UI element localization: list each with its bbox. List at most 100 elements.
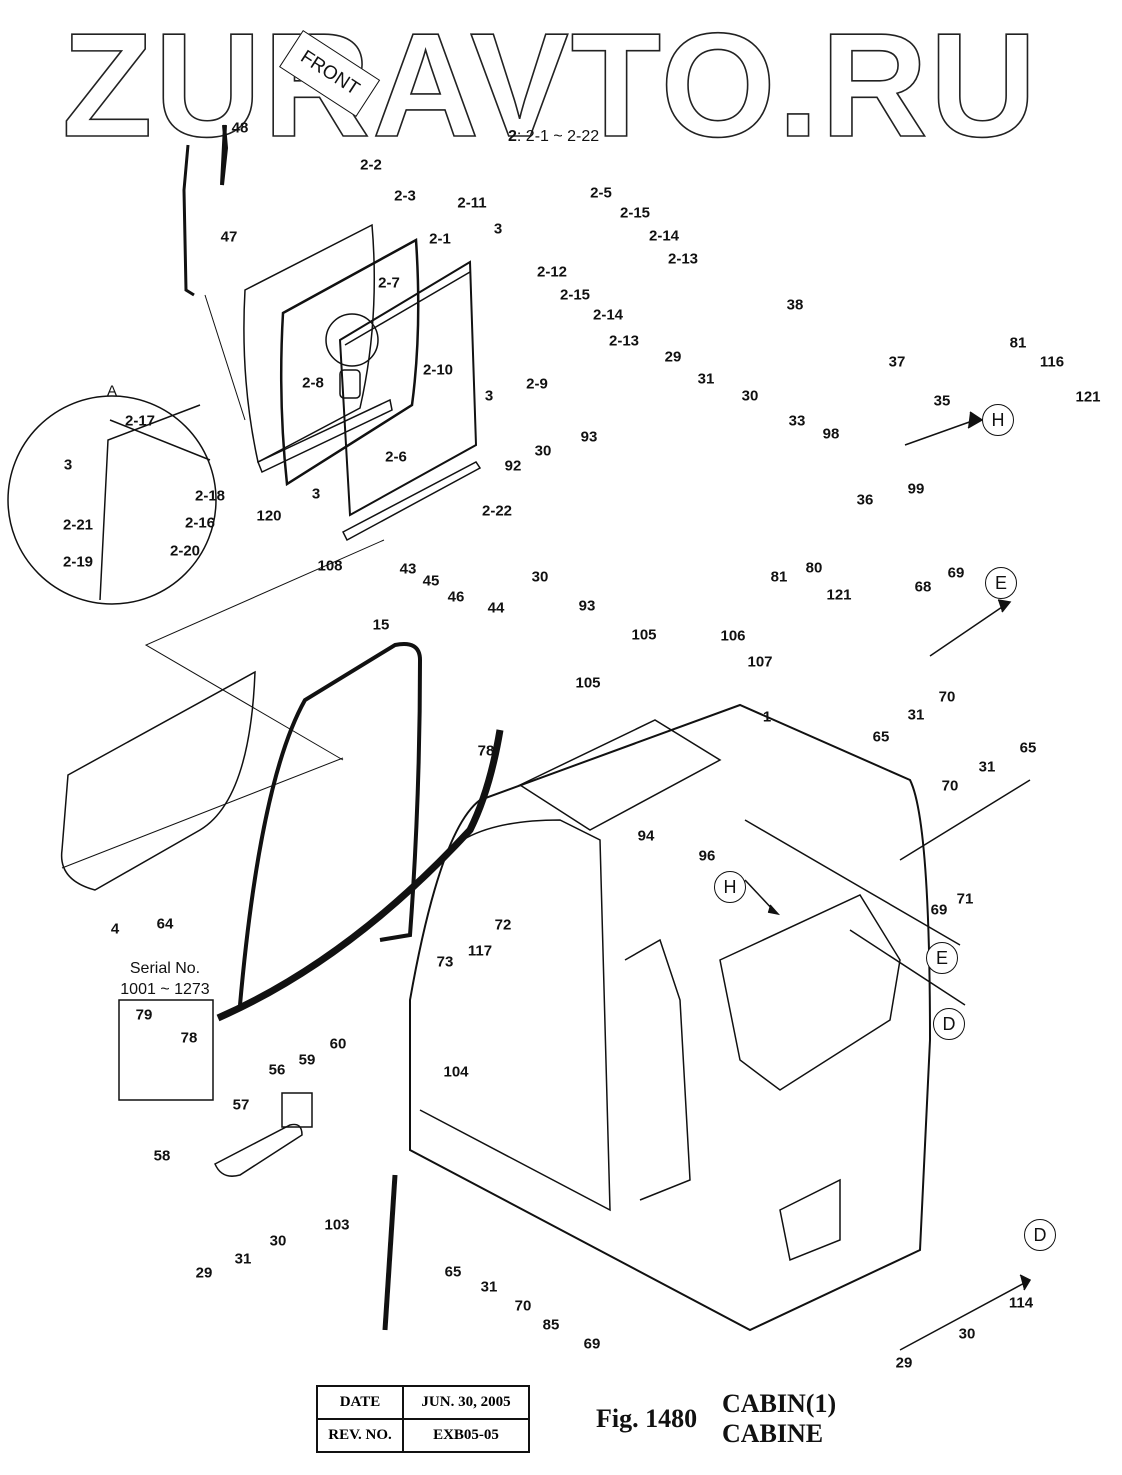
part-label: 2-9 <box>526 375 548 393</box>
rail-2-22 <box>342 461 482 542</box>
part-label: 103 <box>324 1216 350 1234</box>
part-label: 116 <box>1039 353 1065 371</box>
part-label: 3 <box>484 387 494 405</box>
part-label: 30 <box>534 442 552 460</box>
part-label: 57 <box>232 1096 250 1114</box>
callout-E-top: E <box>985 567 1017 599</box>
part-label: 107 <box>747 653 773 671</box>
figure-title-fr: CABINE <box>722 1419 824 1448</box>
part-label: 2-17 <box>124 412 156 430</box>
revision-row-revno: REV. NO. EXB05-05 <box>316 1418 530 1453</box>
part-label: 33 <box>788 412 806 430</box>
part-label: 2-6 <box>385 448 407 466</box>
part-label: 2-18 <box>194 487 226 505</box>
part-label: 94 <box>637 827 655 845</box>
part-label: 56 <box>268 1061 286 1079</box>
part-label: 30 <box>269 1232 287 1250</box>
part-label: 31 <box>234 1250 252 1268</box>
callout-E-cabin: E <box>926 942 958 974</box>
part-label: 2-16 <box>184 514 216 532</box>
part-label: 4 <box>110 920 120 938</box>
side-glass <box>60 670 256 891</box>
part-label: 31 <box>978 758 996 776</box>
door-handle <box>339 369 361 399</box>
part-label: 78 <box>180 1029 198 1047</box>
part-label: 2-19 <box>62 553 94 571</box>
part-label: 2-15 <box>559 286 591 304</box>
assembly-ref: 2 <box>508 128 517 145</box>
part-label: 15 <box>372 616 390 634</box>
part-label: 3 <box>311 485 321 503</box>
cabin-body <box>409 703 932 1332</box>
part-label: 80 <box>805 559 823 577</box>
revision-key: DATE <box>316 1385 404 1420</box>
seal-strip <box>216 729 504 1022</box>
part-label: 2-12 <box>536 263 568 281</box>
part-label: 2-5 <box>590 184 612 202</box>
revision-row-date: DATE JUN. 30, 2005 <box>316 1385 530 1420</box>
part-label: 114 <box>1008 1294 1034 1312</box>
part-label: 29 <box>895 1354 913 1372</box>
serial-label: Serial No. <box>129 960 201 977</box>
part-label: 65 <box>444 1263 462 1281</box>
part-label: 48 <box>231 119 249 137</box>
part-label: 68 <box>914 578 932 596</box>
part-label: 70 <box>514 1297 532 1315</box>
part-label: 2-2 <box>360 156 382 174</box>
assembly-range: : 2-1 ~ 2-22 <box>516 128 600 145</box>
window-seal-15 <box>238 642 423 1006</box>
part-label: 38 <box>786 296 804 314</box>
part-label: 46 <box>447 588 465 606</box>
detail-circle-A <box>7 395 217 605</box>
part-label: 58 <box>153 1147 171 1165</box>
part-label: 92 <box>504 457 522 475</box>
serial-range: 1001 ~ 1273 <box>120 981 210 998</box>
part-label: 69 <box>930 901 948 919</box>
part-label: 70 <box>938 688 956 706</box>
part-label: 31 <box>907 706 925 724</box>
serial-range-note: Serial No. 1001 ~ 1273 <box>110 958 220 1000</box>
part-label: 85 <box>542 1316 560 1334</box>
part-label: 2-14 <box>592 306 624 324</box>
part-label: 69 <box>583 1335 601 1353</box>
part-label: 2-13 <box>667 250 699 268</box>
figure-title-en: CABIN(1) <box>722 1389 837 1418</box>
part-label: 121 <box>1075 388 1101 406</box>
part-label: 72 <box>494 916 512 934</box>
part-label: 71 <box>956 890 974 908</box>
part-label: 105 <box>631 626 657 644</box>
part-label: 69 <box>947 564 965 582</box>
part-label: 2-15 <box>619 204 651 222</box>
part-label: 2-11 <box>457 194 487 212</box>
part-label: 60 <box>329 1035 347 1053</box>
part-label: 2-1 <box>429 230 451 248</box>
part-label: 29 <box>195 1264 213 1282</box>
door-glass <box>243 223 376 464</box>
assembly-note: 2: 2-1 ~ 2-22 <box>508 128 599 146</box>
part-label: 30 <box>741 387 759 405</box>
figure-title: CABIN(1) CABINE <box>722 1389 836 1449</box>
serial-box <box>118 999 214 1101</box>
part-label: 2-22 <box>481 502 513 520</box>
part-label: 81 <box>1009 334 1027 352</box>
part-label: 106 <box>720 627 746 645</box>
revision-table: DATE JUN. 30, 2005 REV. NO. EXB05-05 <box>316 1385 530 1453</box>
part-label: 120 <box>256 507 282 525</box>
part-label: 59 <box>298 1051 316 1069</box>
part-label: 70 <box>941 777 959 795</box>
revision-value: JUN. 30, 2005 <box>402 1385 530 1420</box>
part-label: 44 <box>487 599 505 617</box>
revision-key: REV. NO. <box>316 1418 404 1453</box>
part-label: 3 <box>493 220 503 238</box>
part-label: 108 <box>317 557 343 575</box>
part-label: 93 <box>578 597 596 615</box>
part-label: 30 <box>958 1325 976 1343</box>
part-label: 78 <box>477 742 495 760</box>
part-label: 117 <box>467 942 493 960</box>
wiper-arm <box>182 144 195 297</box>
part-label: 2-7 <box>378 274 400 292</box>
part-label: 73 <box>436 953 454 971</box>
door-frame <box>338 260 478 517</box>
part-label: A <box>106 382 118 400</box>
